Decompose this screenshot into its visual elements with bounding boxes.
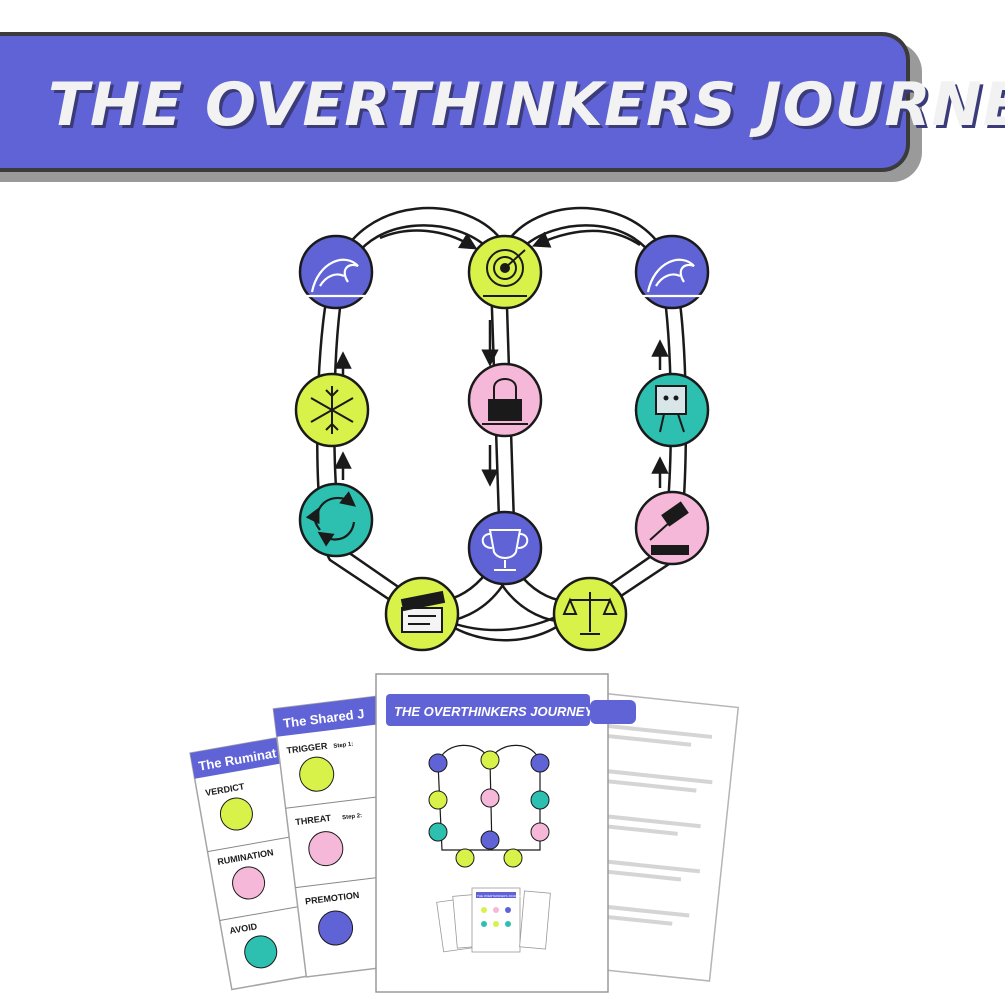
gavel-icon — [649, 501, 689, 555]
thumbnail-title: THE OVERTHINKERS JOURNEY — [477, 894, 523, 898]
node-wave-right — [634, 234, 710, 310]
node-trophy — [467, 510, 543, 586]
node-snowflake — [294, 372, 370, 448]
middle-page-step-2: Step 2: — [342, 813, 363, 821]
front-page-title: THE OVERTHINKERS JOURNEY — [394, 704, 594, 719]
scales-icon — [562, 592, 618, 635]
node-padlock — [467, 362, 543, 438]
arrow-top-left — [379, 229, 478, 250]
node-walking-box — [634, 372, 710, 448]
target-icon — [483, 249, 527, 297]
walking-box-icon — [655, 385, 687, 433]
clapperboard-icon — [400, 590, 446, 633]
padlock-icon — [482, 378, 528, 425]
node-gavel — [634, 490, 710, 566]
wave-icon — [642, 258, 702, 298]
title-banner: THE OVERTHINKERS JOURNEY — [0, 32, 1005, 172]
front-worksheet-page: THE OVERTHINKERS JOURNEY THE OVERTHINKER… — [375, 673, 636, 993]
left-page-label-3: AVOID — [229, 921, 259, 936]
middle-page-step-1: Step 1: — [333, 742, 354, 750]
node-target — [467, 234, 543, 310]
node-scales — [552, 576, 628, 652]
node-wave-left — [298, 234, 374, 310]
middle-page-label-2: THREAT — [295, 813, 332, 827]
front-page-thumbnail: THE OVERTHINKERS JOURNEY — [436, 887, 551, 953]
banner-title: THE OVERTHINKERS JOURNEY — [48, 70, 1005, 140]
snowflake-icon — [310, 386, 354, 434]
arrow-top-right — [531, 229, 641, 248]
trophy-icon — [481, 529, 529, 571]
node-recycle — [298, 482, 374, 558]
node-clapperboard — [384, 576, 460, 652]
wave-icon — [306, 258, 366, 298]
recycle-icon — [305, 491, 357, 547]
